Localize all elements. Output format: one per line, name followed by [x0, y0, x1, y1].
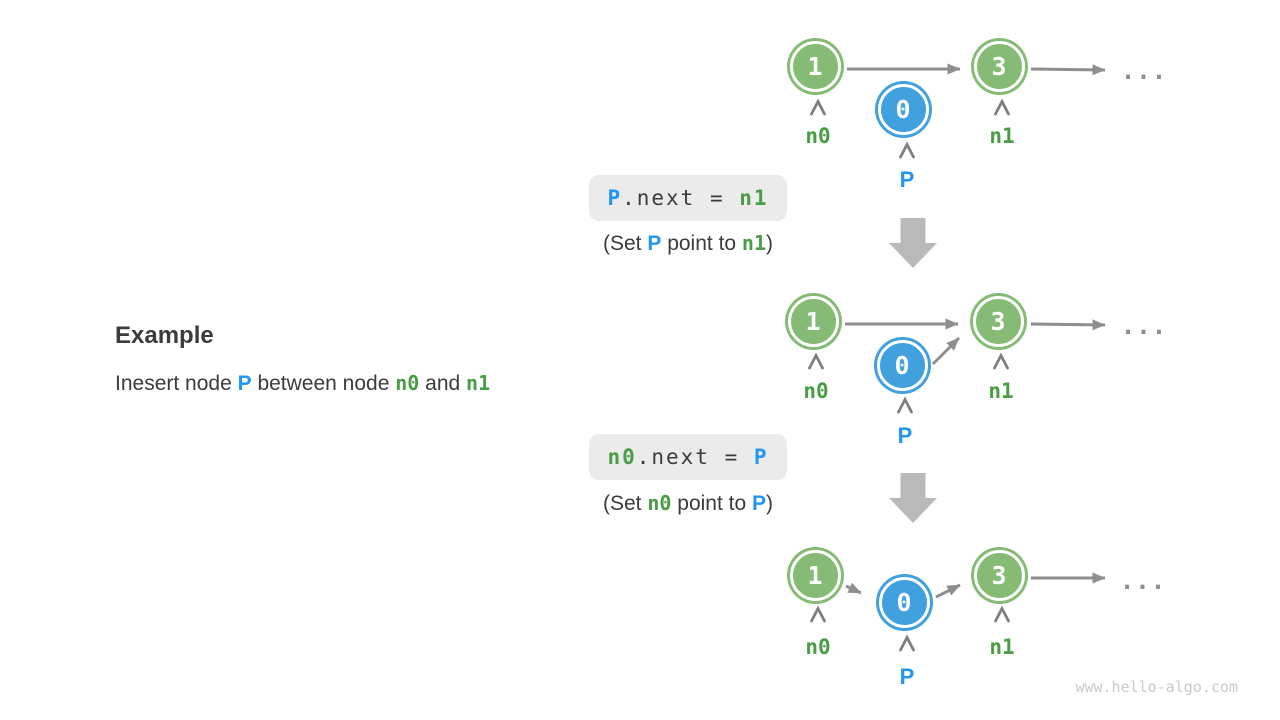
- caption-step1: (Set P point to n1): [548, 231, 828, 256]
- node-value: 1: [807, 560, 823, 590]
- caret-n0-row3: [810, 605, 826, 623]
- node-value: 1: [807, 51, 823, 81]
- caption-text: ): [766, 232, 774, 255]
- step-down-arrow-2: [889, 473, 937, 523]
- caret-p-row1: [899, 141, 915, 159]
- node-3-row2: 3: [972, 295, 1024, 347]
- node-3-row1: 3: [973, 40, 1025, 92]
- caret-p-row2: [897, 396, 913, 414]
- label-p-row2: P: [897, 423, 913, 448]
- node-p-row1: 0: [877, 83, 929, 135]
- ellipsis-row2: ...: [1120, 312, 1168, 340]
- sentence-text: Inesert node: [115, 372, 238, 395]
- caret-n1-row1: [994, 98, 1010, 116]
- caret-n0-row1: [810, 98, 826, 116]
- caption-n0-ref: n0: [647, 491, 672, 515]
- code-block-step1: P.next = n1: [589, 175, 787, 221]
- caret-n1-row3: [994, 605, 1010, 623]
- node-value: 3: [991, 560, 1007, 590]
- sentence-n0-ref: n0: [395, 371, 420, 395]
- label-n0-row1: n0: [805, 124, 831, 148]
- code-rhs: n1: [739, 186, 769, 210]
- caption-step2: (Set n0 point to P): [548, 491, 828, 516]
- node-value: 3: [990, 306, 1006, 336]
- code-lhs: P: [607, 186, 623, 210]
- step-down-arrow-1: [889, 218, 937, 268]
- sentence-text: between node: [251, 372, 396, 395]
- caption-p-ref: P: [647, 232, 662, 255]
- sentence-p-ref: P: [237, 372, 252, 395]
- caption-p-ref: P: [752, 492, 767, 515]
- example-sentence: Inesert node P between node n0 and n1: [115, 371, 490, 396]
- ellipsis-row1: ...: [1120, 57, 1168, 85]
- caption-text: point to: [671, 492, 752, 515]
- ellipsis-row3: ...: [1119, 567, 1167, 595]
- caret-n1-row2: [993, 352, 1009, 370]
- caption-text: ): [766, 492, 774, 515]
- node-p-row2: 0: [876, 339, 928, 391]
- code-lhs: n0: [607, 445, 637, 469]
- node-1-row1: 1: [789, 40, 841, 92]
- caret-n0-row2: [808, 352, 824, 370]
- label-n1-row3: n1: [989, 635, 1015, 659]
- node-p-row3: 0: [878, 576, 930, 628]
- example-heading: Example: [115, 322, 214, 349]
- label-n1-row1: n1: [989, 124, 1015, 148]
- caption-text: (Set: [602, 492, 648, 515]
- caption-text: (Set: [602, 232, 648, 255]
- node-value: 3: [991, 51, 1007, 81]
- label-n0-row3: n0: [805, 635, 831, 659]
- caption-text: point to: [661, 232, 742, 255]
- arrow-n1-to-rest-row1: [1030, 64, 1106, 76]
- label-p-row3: P: [899, 664, 915, 689]
- site-watermark: www.hello-algo.com: [1075, 678, 1238, 696]
- arrow-p-to-n1-row3: [935, 583, 961, 599]
- code-mid: .next =: [636, 445, 754, 469]
- label-p-row1: P: [899, 167, 915, 192]
- node-value: 0: [895, 94, 911, 124]
- code-mid: .next =: [622, 186, 740, 210]
- node-3-row3: 3: [973, 549, 1025, 601]
- caret-p-row3: [899, 634, 915, 652]
- node-value: 0: [896, 587, 912, 617]
- arrow-n0-to-p-row3: [845, 582, 862, 595]
- node-1-row3: 1: [789, 549, 841, 601]
- arrow-n1-to-rest-row2: [1030, 319, 1106, 331]
- label-n1-row2: n1: [988, 379, 1014, 403]
- caption-n1-ref: n1: [741, 231, 767, 255]
- node-1-row2: 1: [787, 295, 839, 347]
- code-rhs: P: [753, 445, 769, 469]
- sentence-text: and: [419, 372, 467, 395]
- node-value: 1: [805, 306, 821, 336]
- code-block-step2: n0.next = P: [589, 434, 787, 480]
- node-value: 0: [894, 350, 910, 380]
- arrow-p-to-n1-row2: [931, 336, 961, 366]
- sentence-n1-ref: n1: [466, 371, 491, 395]
- label-n0-row2: n0: [803, 379, 829, 403]
